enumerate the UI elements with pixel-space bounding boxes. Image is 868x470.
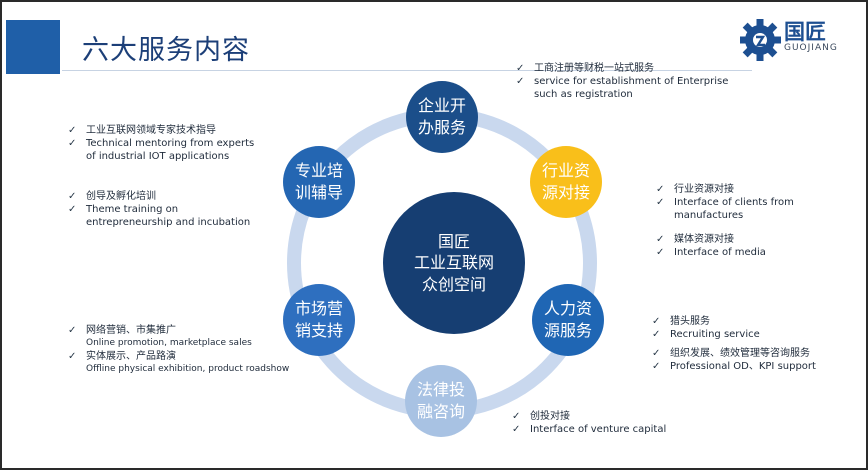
note-item-continuation: Online promotion, marketplace sales xyxy=(86,338,252,348)
service-label: 企业开 xyxy=(417,96,466,116)
service-node-legal: 法律投 融咨询 xyxy=(405,365,477,437)
check-mark-icon: ✓ xyxy=(652,348,661,359)
note-item: ✓Technical mentoring from experts xyxy=(68,138,255,149)
center-line-3: 众创空间 xyxy=(421,274,486,294)
service-label: 人力资 xyxy=(543,299,592,319)
service-label: 源服务 xyxy=(543,321,592,340)
note-hr-consulting: ✓组织发展、绩效管理等咨询服务 ✓Professional OD、KPI sup… xyxy=(652,347,816,373)
note-item: ✓媒体资源对接 xyxy=(656,234,734,245)
note-resources-media: ✓媒体资源对接 ✓Interface of media xyxy=(656,233,766,259)
check-mark-icon: ✓ xyxy=(512,424,521,435)
header-accent-bar xyxy=(6,20,60,74)
service-node-marketing: 市场营 销支持 xyxy=(283,284,355,356)
service-label: 专业培 xyxy=(294,161,343,181)
check-mark-icon: ✓ xyxy=(652,361,661,372)
note-item-continuation: of industrial IOT applications xyxy=(86,151,230,162)
note-training: ✓工业互联网领域专家技术指导 ✓Technical mentoring from… xyxy=(68,124,254,163)
service-label: 销支持 xyxy=(294,321,343,340)
check-mark-icon: ✓ xyxy=(68,125,77,136)
check-mark-icon: ✓ xyxy=(68,204,77,215)
check-mark-icon: ✓ xyxy=(516,63,525,74)
service-label: 办服务 xyxy=(417,118,466,137)
gear-icon xyxy=(740,19,781,61)
note-item: ✓创导及孵化培训 xyxy=(68,191,156,202)
note-item: ✓Recruiting service xyxy=(652,329,760,340)
check-mark-icon: ✓ xyxy=(656,184,665,195)
note-item: ✓网络营销、市集推广 xyxy=(68,325,176,336)
page-title: 六大服务内容 xyxy=(82,35,250,66)
logo-name: 国匠 xyxy=(784,20,826,44)
check-mark-icon: ✓ xyxy=(656,247,665,258)
service-label: 行业资 xyxy=(541,161,590,181)
note-item-continuation: Offline physical exhibition, product roa… xyxy=(86,364,290,374)
note-hr: ✓猎头服务 ✓Recruiting service xyxy=(652,315,760,341)
service-node-hr: 人力资 源服务 xyxy=(532,284,604,356)
service-label: 市场营 xyxy=(294,299,343,319)
check-mark-icon: ✓ xyxy=(652,329,661,340)
center-line-1: 国匠 xyxy=(437,231,470,251)
check-mark-icon: ✓ xyxy=(656,234,665,245)
note-item: ✓Interface of media xyxy=(656,247,766,258)
check-mark-icon: ✓ xyxy=(652,316,661,327)
note-item: ✓工商注册等财税一站式服务 xyxy=(516,63,654,74)
service-label: 源对接 xyxy=(541,183,590,202)
note-enterprise: ✓工商注册等财税一站式服务 ✓service for establishment… xyxy=(516,62,728,101)
note-item-continuation: manufactures xyxy=(674,210,744,221)
check-mark-icon: ✓ xyxy=(512,411,521,422)
note-item-continuation: entrepreneurship and incubation xyxy=(86,217,251,228)
service-node-resources: 行业资 源对接 xyxy=(530,146,602,218)
center-line-2: 工业互联网 xyxy=(413,253,494,273)
center-node: 国匠 工业互联网 众创空间 xyxy=(383,192,525,334)
check-mark-icon: ✓ xyxy=(68,191,77,202)
check-mark-icon: ✓ xyxy=(68,351,77,362)
note-item-continuation: such as registration xyxy=(534,89,633,100)
service-node-training: 专业培 训辅导 xyxy=(283,146,355,218)
note-item: ✓实体展示、产品路演 xyxy=(68,351,176,362)
check-mark-icon: ✓ xyxy=(68,325,77,336)
note-item: ✓工业互联网领域专家技术指导 xyxy=(68,125,216,136)
note-item: ✓Interface of venture capital xyxy=(512,424,667,435)
note-item: ✓创投对接 xyxy=(512,411,570,422)
note-item: ✓Theme training on xyxy=(68,204,179,215)
note-training-incubation: ✓创导及孵化培训 ✓Theme training on entrepreneur… xyxy=(68,190,250,229)
service-label: 融咨询 xyxy=(416,402,465,421)
service-node-enterprise: 企业开 办服务 xyxy=(406,81,478,153)
note-item: ✓行业资源对接 xyxy=(656,184,734,195)
note-legal: ✓创投对接 ✓Interface of venture capital xyxy=(512,410,666,436)
check-mark-icon: ✓ xyxy=(68,138,77,149)
note-item: ✓Interface of clients from xyxy=(656,197,794,208)
note-item: ✓Professional OD、KPI support xyxy=(652,361,816,372)
note-item: ✓猎头服务 xyxy=(652,316,710,327)
note-item: ✓service for establishment of Enterprise xyxy=(516,76,729,87)
note-item: ✓组织发展、绩效管理等咨询服务 xyxy=(652,348,810,359)
service-label: 法律投 xyxy=(416,380,465,400)
logo-subtitle: GUOJIANG xyxy=(784,43,838,53)
note-resources: ✓行业资源对接 ✓Interface of clients from manuf… xyxy=(656,183,794,222)
check-mark-icon: ✓ xyxy=(516,76,525,87)
note-marketing: ✓网络营销、市集推广 Online promotion, marketplace… xyxy=(68,324,289,376)
check-mark-icon: ✓ xyxy=(656,197,665,208)
service-label: 训辅导 xyxy=(294,183,343,202)
title-divider xyxy=(62,70,752,71)
